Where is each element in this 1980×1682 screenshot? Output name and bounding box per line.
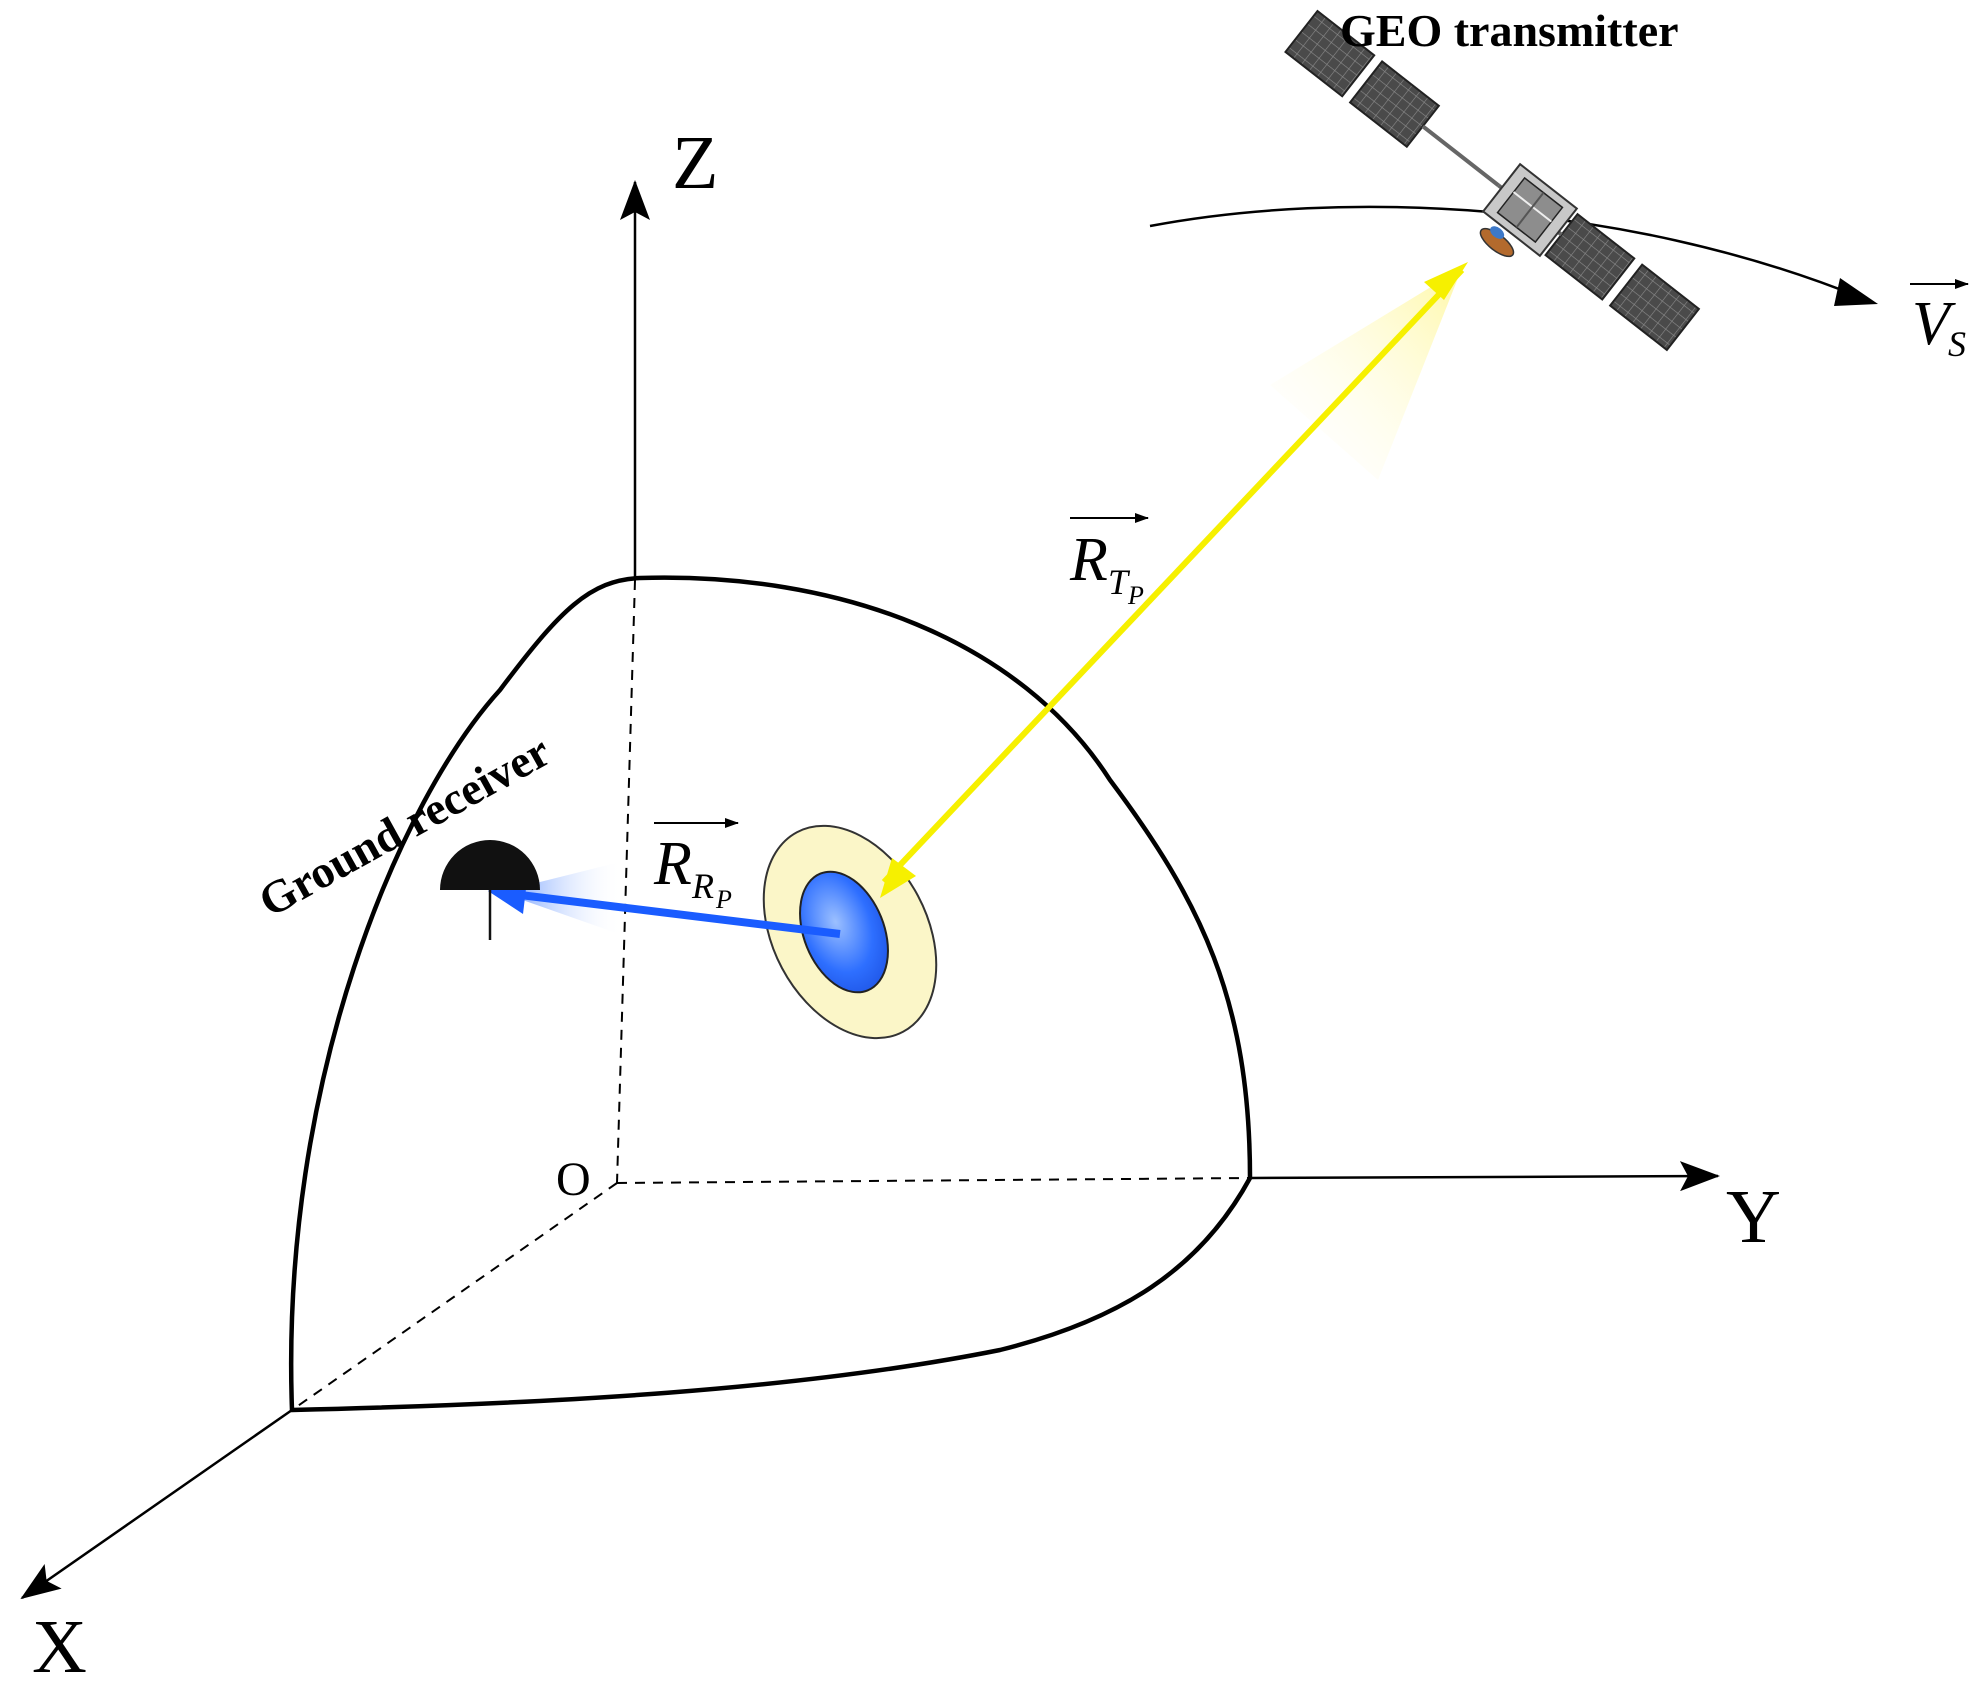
vector-rt-symbol: R [1069,526,1108,594]
vector-rr-symbol: R [653,830,692,898]
transmit-vector-arrow [880,262,1468,898]
illuminated-footprint [762,824,938,1040]
vector-rt-subscript: T [1108,562,1131,602]
x-axis-hidden [291,1182,618,1411]
orbit-arrowhead [1834,278,1878,306]
vector-vs-subscript: S [1948,324,1966,364]
geo-transmitter-label: GEO transmitter [1340,5,1679,56]
y-axis-hidden [616,1177,1251,1184]
vector-rt-subsubscript: P [1127,581,1144,610]
z-axis-label: Z [672,121,718,205]
origin-label: O [556,1153,591,1206]
y-axis-solid [1249,1161,1720,1192]
satellite-icon [1284,9,1701,352]
y-axis-label: Y [1726,1175,1781,1259]
x-axis-solid [20,1408,293,1600]
x-axis-label: X [32,1605,87,1682]
vector-vs-symbol: V [1912,290,1956,358]
footprint-inner [799,870,889,994]
coordinate-axes [20,180,1720,1600]
earth-octant-outline [288,575,1253,1413]
vector-label-rr: R R P [653,818,739,914]
vector-label-vs: V S [1910,279,1969,364]
vector-label-rt: R T P [1069,513,1149,610]
vector-rr-subsubscript: P [715,885,732,914]
dish-icon [440,840,540,940]
vector-rr-subscript: R [691,866,714,906]
